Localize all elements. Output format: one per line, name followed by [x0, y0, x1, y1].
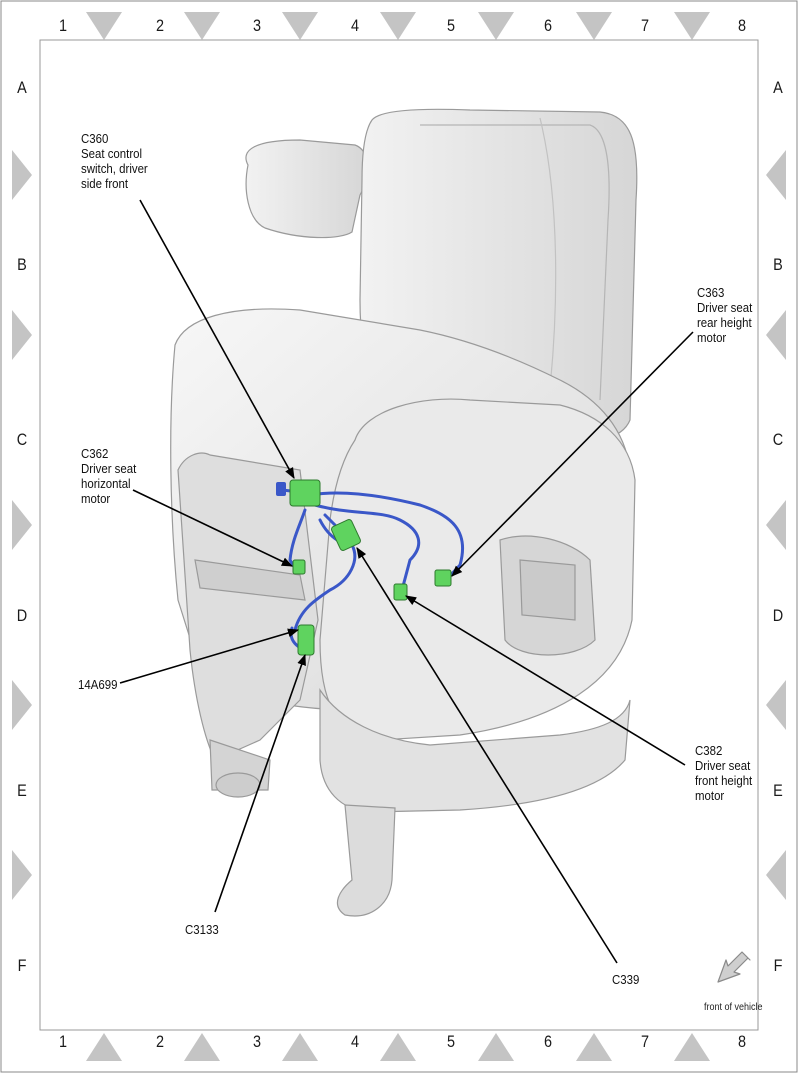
callout-c339: C339 — [612, 972, 640, 987]
frame-triangles-left — [12, 150, 32, 900]
leader-c3133 — [214, 653, 306, 913]
grid-col-bottom-2: 2 — [155, 1032, 165, 1051]
grid-row-left-f: F — [17, 956, 27, 975]
leader-14a699 — [119, 628, 300, 684]
seat-illustration — [170, 108, 638, 917]
frame-triangles-right — [766, 150, 786, 900]
leader-c360 — [139, 199, 295, 479]
connector-c339 — [331, 519, 361, 551]
callout-c360: C360 Seat control switch, driver side fr… — [81, 131, 148, 191]
grid-row-right-c: C — [772, 430, 784, 449]
connector-c360 — [289, 479, 321, 507]
connector-c382 — [393, 583, 408, 601]
callout-c362: C362 Driver seat horizontal motor — [81, 446, 137, 506]
grid-col-bottom-1: 1 — [58, 1032, 68, 1051]
leader-c362 — [132, 489, 294, 567]
grid-row-right-d: D — [772, 606, 784, 625]
callout-c363: C363 Driver seat rear height motor — [697, 285, 753, 345]
frame-triangles-top — [86, 12, 710, 40]
grid-col-top-7: 7 — [640, 16, 650, 35]
connector-c3133 — [297, 624, 315, 656]
grid-row-right-b: B — [773, 255, 783, 274]
grid-col-top-6: 6 — [543, 16, 553, 35]
connectors — [289, 479, 452, 656]
callout-14a699: 14A699 — [78, 677, 118, 692]
grid-col-top-2: 2 — [155, 16, 165, 35]
leader-c363 — [451, 331, 694, 577]
harness-end-cap — [276, 482, 286, 496]
frame-triangles-bottom — [86, 1033, 710, 1061]
arrow-down-left-icon — [717, 951, 751, 983]
grid-row-right-a: A — [773, 78, 783, 97]
grid-col-bottom-8: 8 — [737, 1032, 747, 1051]
connector-c363 — [434, 569, 452, 587]
leader-c382 — [405, 595, 686, 766]
connector-c362 — [292, 559, 306, 575]
grid-row-right-f: F — [773, 956, 783, 975]
grid-col-bottom-3: 3 — [252, 1032, 262, 1051]
grid-row-left-a: A — [17, 78, 27, 97]
grid-row-left-d: D — [16, 606, 28, 625]
grid-row-left-b: B — [17, 255, 27, 274]
grid-row-left-e: E — [17, 781, 27, 800]
callout-c3133: C3133 — [185, 922, 219, 937]
grid-col-top-5: 5 — [446, 16, 456, 35]
grid-col-bottom-5: 5 — [446, 1032, 456, 1051]
grid-row-right-e: E — [773, 781, 783, 800]
leader-lines — [119, 199, 694, 964]
grid-col-top-8: 8 — [737, 16, 747, 35]
leader-c339 — [356, 547, 618, 964]
callout-c382: C382 Driver seat front height motor — [695, 743, 753, 803]
grid-col-top-1: 1 — [58, 16, 68, 35]
grid-row-left-c: C — [16, 430, 28, 449]
grid-col-top-3: 3 — [252, 16, 262, 35]
grid-col-bottom-6: 6 — [543, 1032, 553, 1051]
grid-col-bottom-7: 7 — [640, 1032, 650, 1051]
inner-border — [39, 39, 759, 1031]
grid-col-top-4: 4 — [350, 16, 360, 35]
front-of-vehicle-label: front of vehicle — [704, 1002, 763, 1013]
grid-col-bottom-4: 4 — [350, 1032, 360, 1051]
